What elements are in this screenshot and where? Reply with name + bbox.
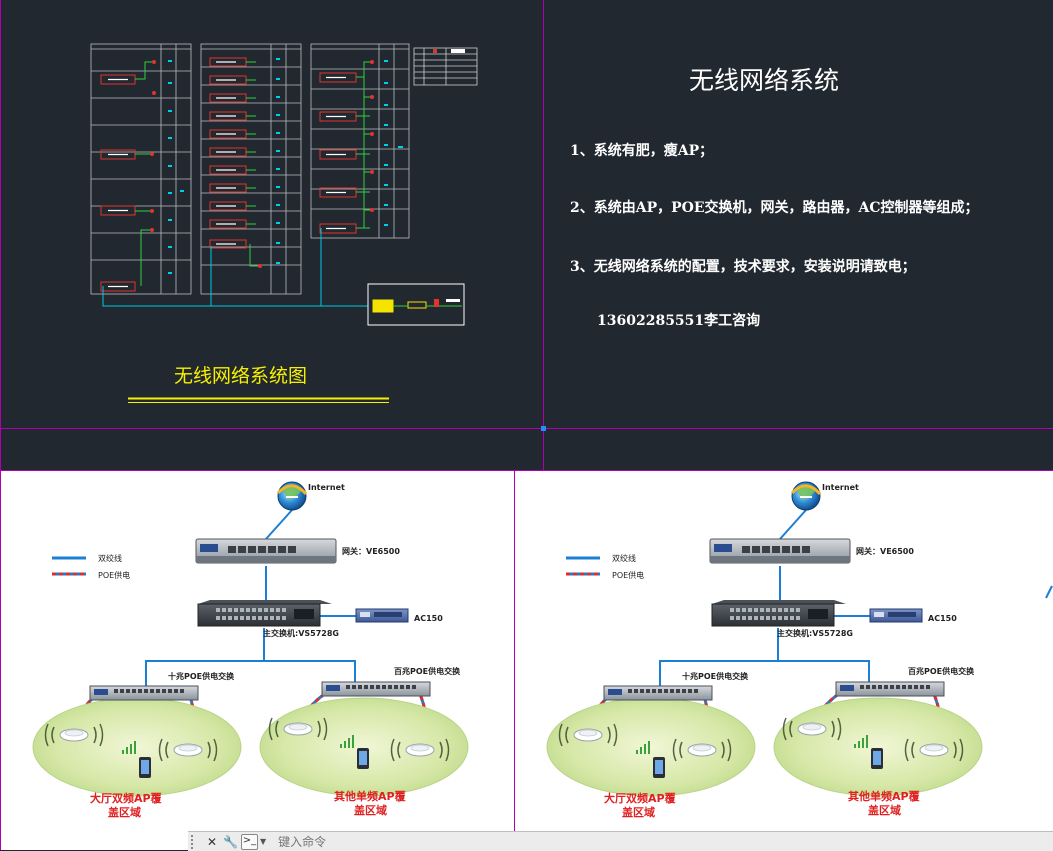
left-area-label-1: 大厅双频AP覆 (604, 791, 677, 805)
drag-grip-icon[interactable] (191, 834, 201, 849)
internet-label: Internet (822, 483, 859, 492)
core-switch-label: 主交换机:VS5728G (777, 628, 853, 638)
cad-note-line-1: 1、系统有肥，瘦AP； (570, 142, 713, 159)
right-area-label-2: 盖区域 (868, 803, 901, 817)
command-input[interactable]: 键入命令 (278, 835, 327, 849)
cad-note-line-3: 3、无线网络系统的配置，技术要求，安装说明请致电； (570, 258, 916, 275)
cad-note-line-4: 13602285551李工咨询 (597, 312, 760, 329)
command-line-bar: ✕ 🔧 >_ ▼ 键入命令 (188, 831, 1053, 851)
left-area-label-2: 盖区域 (108, 805, 141, 819)
core-switch-label: 主交换机:VS5728G (263, 628, 339, 638)
caption-underline (128, 397, 389, 403)
internet-label: Internet (308, 483, 345, 492)
right-area-label-1: 其他单频AP覆 (334, 789, 407, 803)
right-area-label-2: 盖区域 (354, 803, 387, 817)
right-switch-label: 百兆POE供电交换 (908, 666, 975, 676)
right-area-label-1: 其他单频AP覆 (848, 789, 921, 803)
gateway-label: 网关：VE6500 (342, 546, 400, 556)
left-area-label-1: 大厅双频AP覆 (90, 791, 163, 805)
command-prompt-icon[interactable]: >_ (241, 833, 258, 850)
close-icon[interactable]: ✕ (206, 834, 218, 849)
gateway-label: 网关：VE6500 (856, 546, 914, 556)
grip-handle[interactable] (541, 426, 546, 431)
controller-label: AC150 (928, 614, 957, 623)
cad-system-title: 无线网络系统 (689, 66, 839, 95)
left-area-label-2: 盖区域 (622, 805, 655, 819)
legend-twisted-label: 双绞线 (98, 553, 122, 563)
controller-label: AC150 (414, 614, 443, 623)
wrench-icon[interactable]: 🔧 (223, 834, 238, 849)
legend-twisted-label: 双绞线 (612, 553, 636, 563)
drawing-caption: 无线网络系统图 (174, 365, 307, 387)
legend-poe-label: POE供电 (98, 570, 130, 580)
legend-poe-label: POE供电 (612, 570, 644, 580)
topology-diagram-left: Internet 网关：VE6500 AC150 主交换机:VS5728G 十兆… (31, 480, 470, 819)
left-switch-label: 十兆POE供电交换 (682, 671, 749, 681)
topology-diagram-right: Internet 网关：VE6500 AC150 主交换机:VS5728G 十兆… (545, 480, 984, 819)
chevron-down-icon[interactable]: ▼ (260, 837, 267, 846)
right-switch-label: 百兆POE供电交换 (394, 666, 461, 676)
left-switch-label: 十兆POE供电交换 (168, 671, 235, 681)
cad-note-line-2: 2、系统由AP，POE交换机，网关，路由器，AC控制器等组成； (570, 199, 979, 216)
riser-schematic (90, 43, 478, 326)
